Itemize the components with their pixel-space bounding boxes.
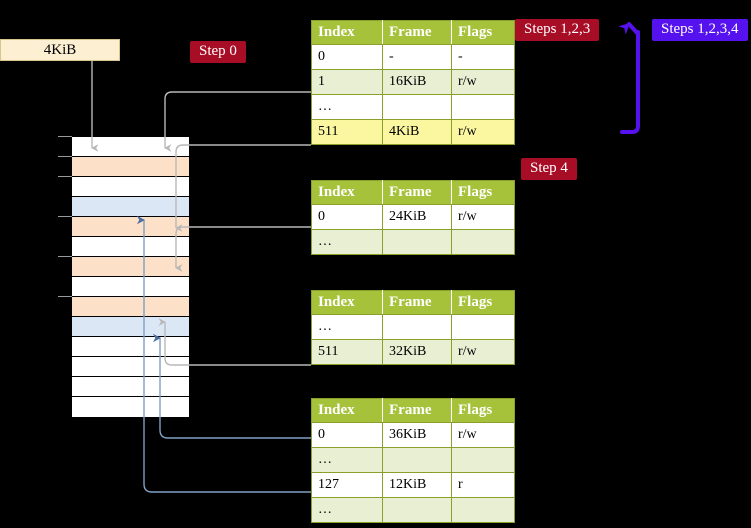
cell-flags <box>451 447 515 474</box>
cell-index: 0 <box>311 204 383 231</box>
connector-t1r511-to-memory <box>175 144 311 232</box>
cell-index: 127 <box>311 472 383 499</box>
memory-frame-row <box>72 257 189 277</box>
cell-flags: r/w <box>451 422 515 449</box>
column-header-flags: Flags <box>451 290 515 316</box>
step-0-badge: Step 0 <box>190 41 246 64</box>
cell-index: 1 <box>311 69 383 96</box>
column-header-flags: Flags <box>451 398 515 424</box>
size-box-4kib: 4KiB <box>0 39 120 61</box>
memory-frame-row <box>72 177 189 197</box>
column-header-index: Index <box>311 180 383 206</box>
step-4-badge: Step 4 <box>521 158 577 181</box>
memory-frame-row <box>72 317 189 337</box>
memory-frame-row <box>72 337 189 357</box>
memory-frame-row <box>72 237 189 257</box>
column-header-flags: Flags <box>451 180 515 206</box>
steps-bracket-arrow-head <box>618 22 640 36</box>
memory-tick <box>58 256 72 257</box>
column-header-index: Index <box>311 290 383 316</box>
column-header-frame: Frame <box>382 180 452 206</box>
cell-index: … <box>311 497 383 523</box>
cell-flags: r/w <box>451 69 515 96</box>
table-row: … <box>311 94 515 121</box>
memory-frame-row <box>72 197 189 217</box>
memory-frame-row <box>72 377 189 397</box>
steps-1234-badge: Steps 1,2,3,4 <box>652 19 748 42</box>
cell-frame: 32KiB <box>382 339 452 365</box>
cell-frame <box>382 497 452 523</box>
cell-index: 0 <box>311 44 383 71</box>
cell-frame <box>382 229 452 255</box>
table-row: … <box>311 447 515 474</box>
column-header-frame: Frame <box>382 20 452 46</box>
cell-index: … <box>311 447 383 474</box>
size-box-label: 4KiB <box>43 42 77 58</box>
cell-frame <box>382 314 452 341</box>
cell-frame <box>382 447 452 474</box>
memory-frame-row <box>72 157 189 177</box>
cell-flags <box>451 497 515 523</box>
cell-frame <box>382 94 452 121</box>
cell-flags: - <box>451 44 515 71</box>
table-row: … <box>311 229 515 255</box>
memory-frame-row <box>72 297 189 317</box>
cell-flags: r <box>451 472 515 499</box>
cell-index: 511 <box>311 119 383 145</box>
memory-frame-row <box>72 137 189 157</box>
memory-tick <box>58 296 72 297</box>
cell-flags <box>451 94 515 121</box>
physical-memory-column <box>71 136 190 417</box>
table-row: … <box>311 497 515 523</box>
memory-tick <box>58 156 72 157</box>
cell-index: … <box>311 94 383 121</box>
cell-frame: 24KiB <box>382 204 452 231</box>
cell-frame: 12KiB <box>382 472 452 499</box>
steps-bracket-arrow-stem <box>620 30 640 134</box>
steps-123-badge: Steps 1,2,3 <box>515 19 600 42</box>
cell-index: 511 <box>311 339 383 365</box>
table-row: … <box>311 314 515 341</box>
column-header-index: Index <box>311 20 383 46</box>
memory-frame-row <box>72 397 189 417</box>
cell-frame: 16KiB <box>382 69 452 96</box>
memory-tick <box>58 176 72 177</box>
cell-flags <box>451 229 515 255</box>
cell-index: 0 <box>311 422 383 449</box>
cell-frame: 36KiB <box>382 422 452 449</box>
column-header-frame: Frame <box>382 398 452 424</box>
column-header-index: Index <box>311 398 383 424</box>
column-header-frame: Frame <box>382 290 452 316</box>
cell-index: … <box>311 229 383 255</box>
memory-frame-row <box>72 357 189 377</box>
cell-frame: - <box>382 44 452 71</box>
column-header-flags: Flags <box>451 20 515 46</box>
connector-t2r0-to-memory <box>175 226 311 272</box>
cell-flags <box>451 314 515 341</box>
memory-frame-row <box>72 217 189 237</box>
memory-tick <box>58 136 72 137</box>
cell-index: … <box>311 314 383 341</box>
memory-tick <box>58 216 72 217</box>
cell-flags: r/w <box>451 204 515 231</box>
memory-frame-row <box>72 277 189 297</box>
cell-flags: r/w <box>451 339 515 365</box>
table-row: 0-- <box>311 44 515 71</box>
cell-frame: 4KiB <box>382 119 452 145</box>
cell-flags: r/w <box>451 119 515 145</box>
